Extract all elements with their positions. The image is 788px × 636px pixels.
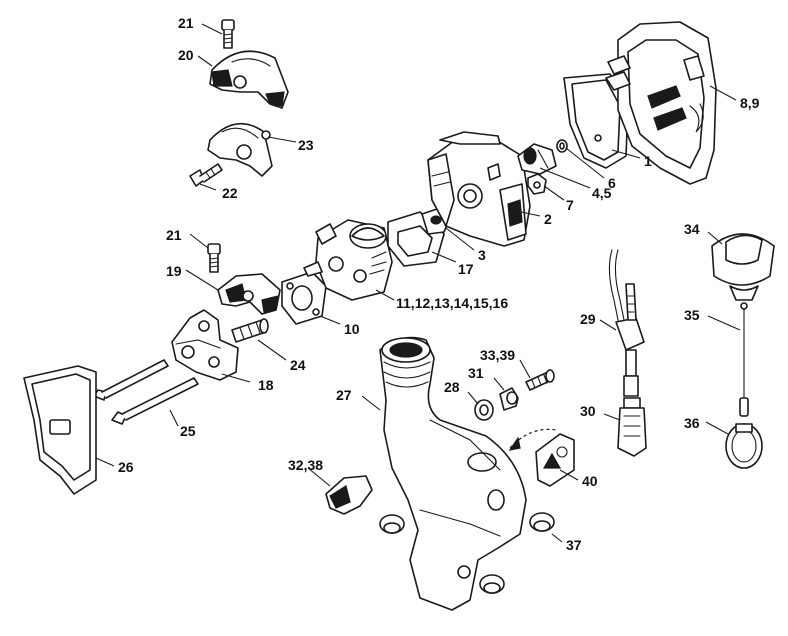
label-7: 7 — [566, 197, 574, 213]
part-37-grommet[interactable] — [529, 512, 555, 532]
part-22-screw[interactable] — [189, 163, 223, 187]
placement-arrow — [509, 428, 557, 449]
part-27-manifold[interactable] — [379, 336, 527, 611]
label-25: 25 — [180, 423, 196, 439]
part-1-air-filter[interactable] — [563, 73, 629, 169]
label-24: 24 — [290, 357, 306, 373]
part-19-deflector[interactable] — [217, 273, 281, 315]
label-35: 35 — [684, 307, 700, 323]
part-29-fuel-line[interactable] — [608, 249, 645, 397]
leader-lines — [95, 23, 741, 543]
label-18: 18 — [258, 377, 274, 393]
label-36: 36 — [684, 415, 700, 431]
part-20-shroud-upper[interactable] — [209, 50, 289, 109]
label-29: 29 — [580, 311, 596, 327]
label-27: 27 — [336, 387, 352, 403]
label-17: 17 — [458, 261, 474, 277]
label-11-16: 11,12,13,14,15,16 — [396, 295, 508, 311]
label-8-9: 8,9 — [740, 95, 760, 111]
label-3: 3 — [478, 247, 486, 263]
part-28-grommet[interactable] — [474, 399, 494, 421]
part-21-screw-top[interactable] — [221, 19, 235, 49]
part-11-16-carburetor[interactable] — [303, 219, 393, 301]
label-20: 20 — [178, 47, 194, 63]
part-6-washer[interactable] — [556, 139, 568, 153]
part-35-wire[interactable] — [739, 302, 749, 417]
part-36-ring[interactable] — [725, 423, 763, 469]
part-25-long-bolt[interactable] — [111, 377, 199, 425]
label-26: 26 — [118, 459, 134, 475]
label-33-39: 33,39 — [480, 347, 515, 363]
label-37: 37 — [566, 537, 582, 553]
part-30-fuel-filter[interactable] — [617, 397, 647, 457]
label-19: 19 — [166, 263, 182, 279]
label-40: 40 — [582, 473, 598, 489]
part-26-heat-shield[interactable] — [23, 365, 97, 495]
part-24-bolt[interactable] — [231, 318, 269, 343]
label-1: 1 — [644, 153, 652, 169]
label-6: 6 — [608, 175, 616, 191]
part-34-fuel-cap[interactable] — [711, 233, 775, 301]
label-31: 31 — [468, 365, 484, 381]
part-32-38-clip[interactable] — [325, 475, 373, 515]
label-21-top: 21 — [178, 15, 194, 31]
part-7-nut[interactable] — [527, 173, 547, 195]
label-23: 23 — [298, 137, 314, 153]
part-8-9-filter-cover[interactable] — [605, 21, 717, 185]
part-40-decal[interactable] — [535, 433, 575, 487]
bolt-long-upper[interactable] — [93, 359, 169, 401]
placement-arrow-head — [508, 436, 521, 451]
label-34: 34 — [684, 221, 700, 237]
label-22: 22 — [222, 185, 238, 201]
part-18-mount[interactable] — [171, 309, 239, 381]
label-30: 30 — [580, 403, 596, 419]
label-4-5: 4,5 — [592, 185, 612, 201]
label-10: 10 — [344, 321, 360, 337]
label-2: 2 — [544, 211, 552, 227]
part-4-5-choke-knob[interactable] — [517, 143, 557, 175]
part-31-bushing[interactable] — [499, 387, 519, 411]
part-21-screw-middle[interactable] — [207, 243, 221, 273]
label-21-middle: 21 — [166, 227, 182, 243]
label-28: 28 — [444, 379, 460, 395]
part-23-shroud-lower[interactable] — [207, 122, 273, 177]
part-2-filter-housing[interactable] — [427, 131, 531, 247]
grommet-bottom[interactable] — [479, 574, 505, 594]
callout-labels: 21 20 23 22 21 19 24 18 25 26 10 11,12,1… — [118, 15, 760, 553]
label-32-38: 32,38 — [288, 457, 323, 473]
part-10-gasket[interactable] — [281, 271, 327, 325]
grommet-left[interactable] — [379, 514, 405, 534]
part-33-39-screw[interactable] — [525, 369, 555, 391]
